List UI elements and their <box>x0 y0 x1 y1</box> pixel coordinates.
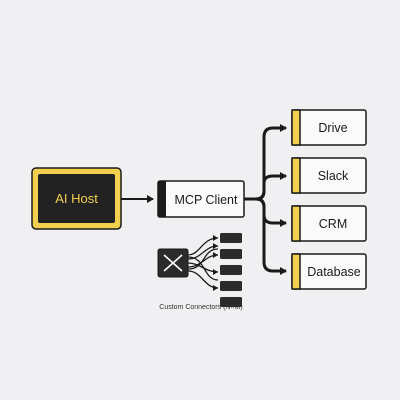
service-node-database: Database <box>291 253 367 290</box>
service-node-drive: Drive <box>291 109 367 146</box>
custom-connectors-caption: Custom Connectors (N×M) <box>159 304 242 311</box>
mcp-client-node: MCP Client <box>157 180 245 218</box>
service-node-slack: Slack <box>291 157 367 194</box>
service-label-drive: Drive <box>318 121 347 135</box>
ai-host-node: AI Host <box>31 167 122 230</box>
service-label-crm: CRM <box>319 217 347 231</box>
connector-block <box>220 297 242 307</box>
connector-block <box>220 281 242 291</box>
service-label-database: Database <box>307 265 361 279</box>
connector-block <box>220 265 242 275</box>
mcp-client-label: MCP Client <box>175 193 239 207</box>
custom-connectors-group: Custom Connectors (N×M) <box>157 233 243 311</box>
connector-block <box>220 249 242 259</box>
service-node-crm: CRM <box>291 205 367 242</box>
connector-block <box>220 233 242 243</box>
connector-blocks <box>220 233 242 307</box>
connector-lines <box>187 235 219 291</box>
service-label-slack: Slack <box>318 169 349 183</box>
x-mark-icon <box>157 248 189 278</box>
ai-host-label: AI Host <box>55 191 98 206</box>
client-to-services-arrows <box>244 124 287 275</box>
